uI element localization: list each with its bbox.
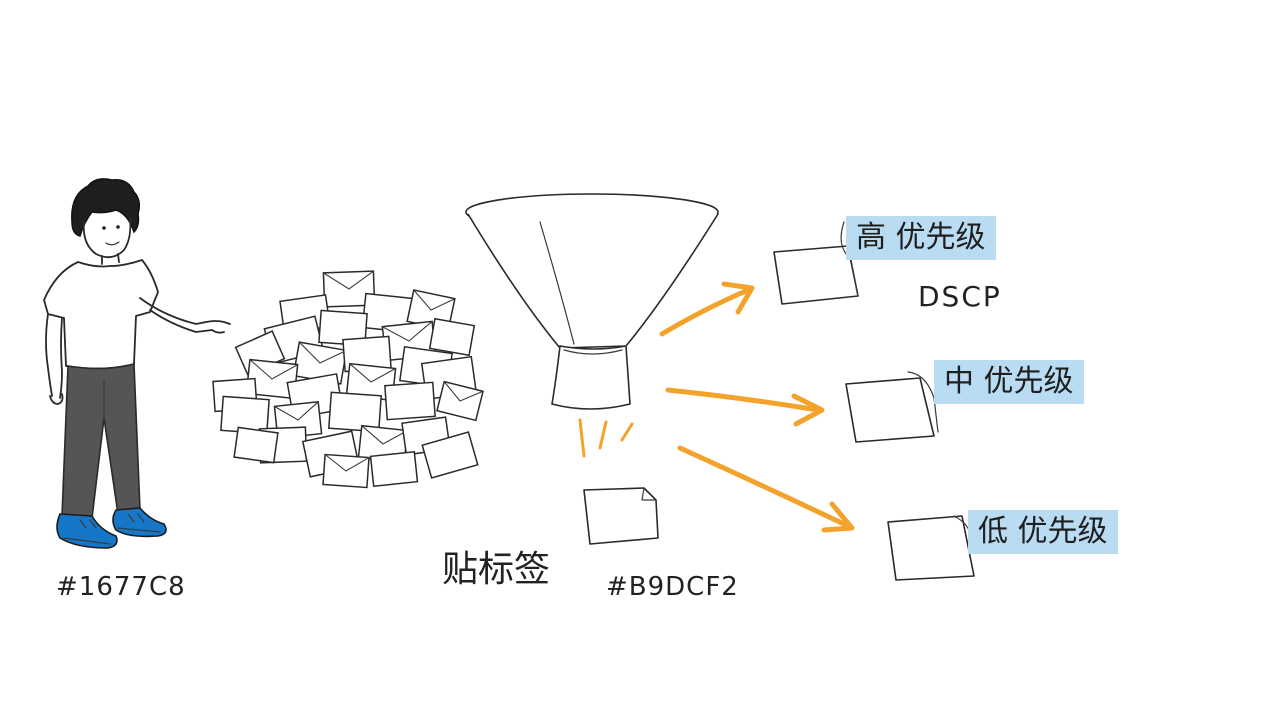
arrow-medium (665, 387, 825, 427)
packet-pile (212, 270, 484, 489)
funnel-output-rays (578, 418, 634, 458)
funnel-spout (551, 345, 631, 410)
tagging-label: 贴标签 (442, 549, 551, 590)
arrow-high (659, 281, 755, 337)
arrow-low (677, 445, 855, 533)
person-shoe-left (56, 513, 118, 549)
funnel (465, 193, 719, 410)
pile-packet (436, 380, 484, 422)
person-face (82, 217, 132, 259)
pile-packet (322, 453, 370, 489)
output-packet (583, 487, 659, 545)
priority-packet-low (887, 515, 975, 581)
pile-packet (318, 309, 368, 347)
priority-tag-medium: 中 优先级 (934, 360, 1084, 404)
dscp-label: DSCP (918, 280, 1002, 313)
funnel-cone (467, 213, 719, 349)
person-hair (71, 178, 141, 237)
person-figure (43, 178, 231, 549)
packet-color-label: #B9DCF2 (606, 572, 739, 602)
person-pants (61, 362, 141, 519)
pile-packet (428, 317, 476, 357)
pile-packet (233, 426, 279, 464)
person-color-label: #1677C8 (56, 572, 186, 602)
priority-tag-high: 高 优先级 (846, 216, 996, 260)
priority-tag-low: 低 优先级 (968, 510, 1118, 554)
pile-packet (322, 270, 376, 308)
pile-packet (328, 391, 382, 433)
priority-packet-high (773, 221, 859, 305)
pile-packet (369, 450, 419, 488)
pile-packet (384, 381, 436, 421)
pile-packet (421, 431, 479, 479)
person-shirt (43, 259, 159, 370)
priority-packet-medium (845, 371, 939, 443)
pile-packet (292, 341, 348, 385)
